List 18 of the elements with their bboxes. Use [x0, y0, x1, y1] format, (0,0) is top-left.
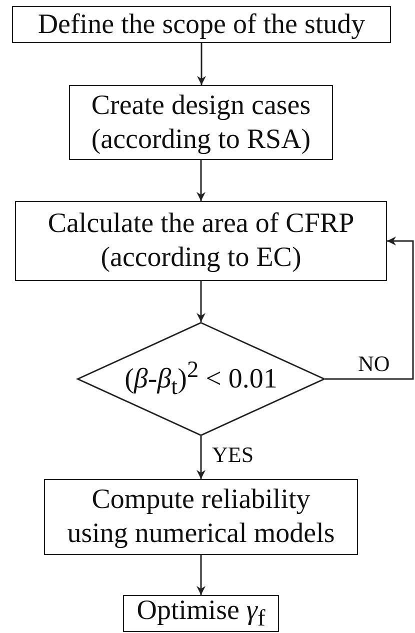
node-label: (β-β$_{t}$)$^{2}$ < 0.01	[124, 356, 278, 402]
process-box	[15, 201, 387, 281]
arrow	[196, 436, 206, 479]
process-box	[44, 479, 358, 555]
node-label: Create design cases (according to RSA)	[90, 88, 312, 156]
node-label: Define the scope of the study	[38, 8, 366, 42]
process-box	[12, 6, 391, 43]
arrow	[196, 281, 206, 322]
arrow	[325, 236, 414, 380]
decision-diamond	[77, 322, 325, 436]
node-label: Compute reliability using numerical models	[66, 483, 336, 551]
arrow	[196, 160, 206, 201]
process-box	[69, 85, 333, 160]
arrow	[196, 555, 206, 595]
node-label: Optimise γ$_{f}$	[136, 594, 266, 633]
node-label: Calculate the area of CFRP (according to EC)	[46, 207, 356, 275]
process-box	[123, 595, 279, 632]
arrow	[197, 43, 206, 85]
